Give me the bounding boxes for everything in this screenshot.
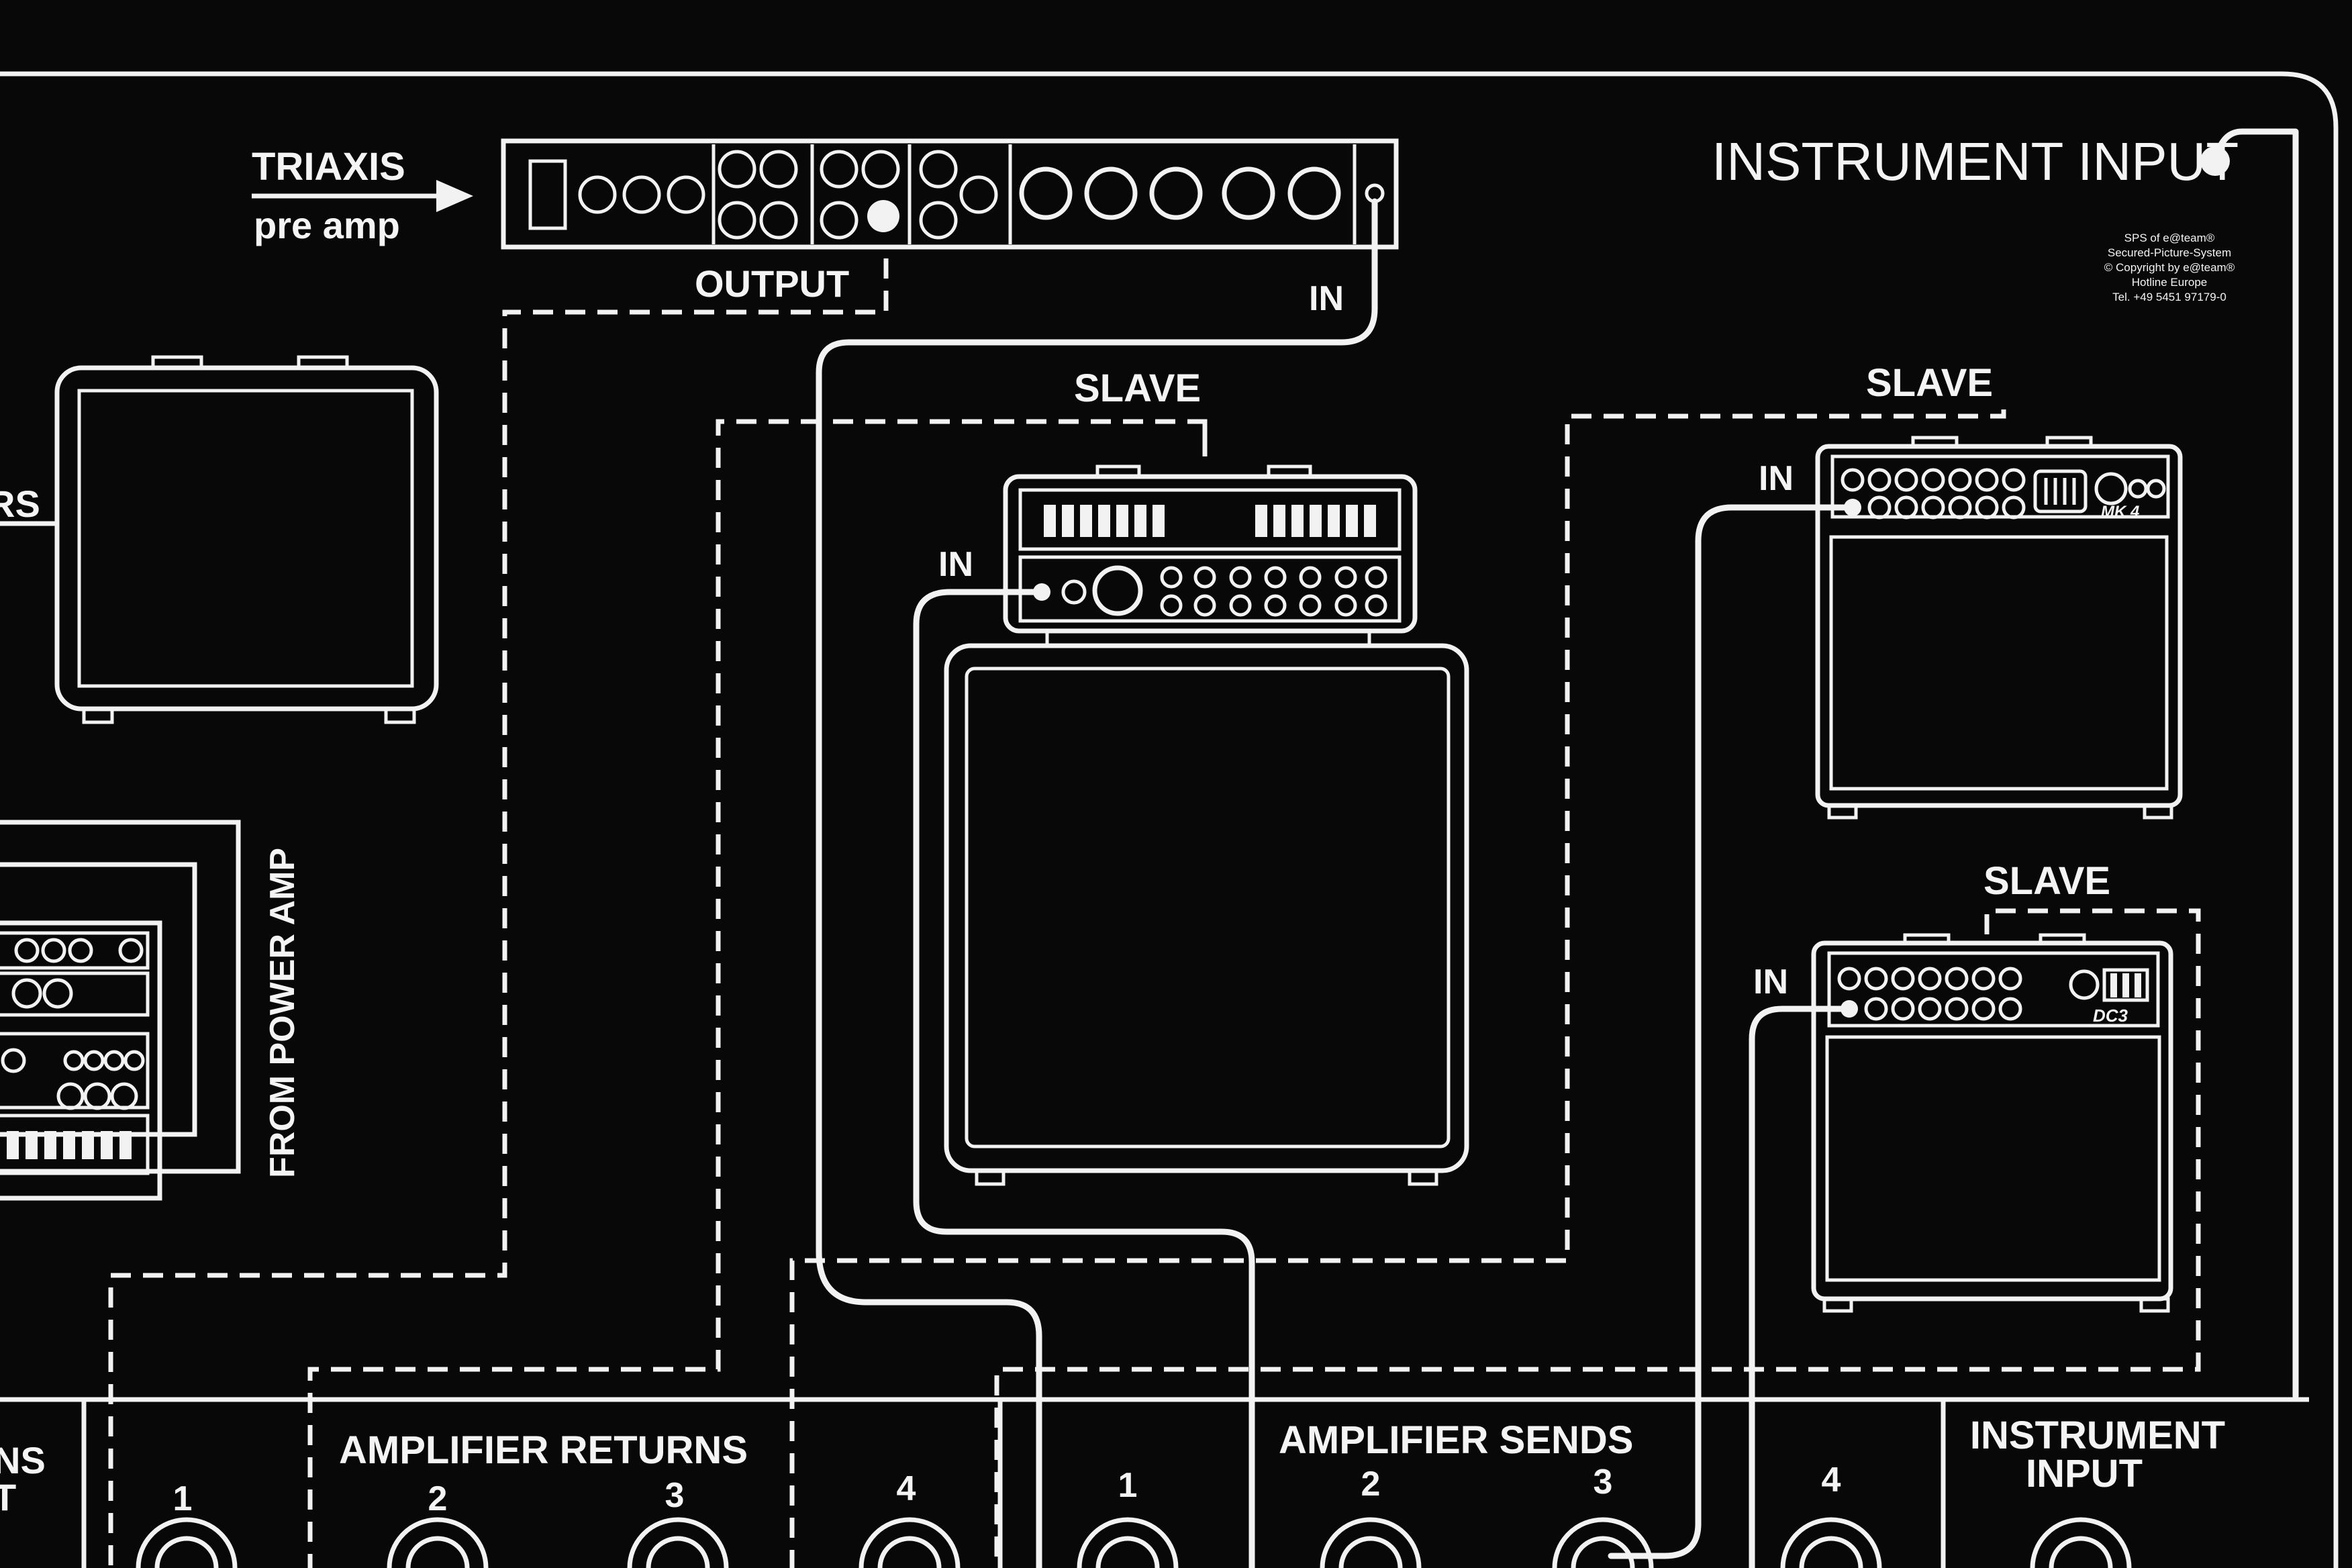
bottom-jack-panel: NS T AMPLIFIER RETURNS 1 2 3 4 AMPLIFIER…: [0, 1397, 2309, 1568]
copyright-line: SPS of e@team®: [2124, 232, 2215, 244]
dashed-route: [994, 908, 2201, 1568]
cable: [816, 198, 1378, 1568]
send-jack: [1780, 1517, 1882, 1568]
cable: [1608, 504, 1856, 1559]
return-jack: [627, 1517, 729, 1568]
instrument-input-bottom-line1: INSTRUMENT: [1970, 1414, 2225, 1457]
center-slave-label: SLAVE: [1074, 366, 1201, 410]
bottom-left-fragment: NS: [0, 1439, 46, 1481]
dashed-route: [108, 258, 889, 1568]
dashed-route: [307, 419, 1208, 1568]
send-jack: [1077, 1517, 1179, 1568]
triaxis-preamp: TRIAXIS pre amp OUTPUT IN: [252, 138, 1399, 318]
right-bottom-slave-label: SLAVE: [1983, 859, 2110, 903]
left-amp-label-fragment: RS: [0, 483, 40, 525]
left-cabinet: RS: [0, 355, 439, 724]
center-amp: [944, 464, 1469, 1186]
right-top-amp: MK 4: [1815, 436, 2183, 820]
right-bottom-in-label: IN: [1753, 963, 1788, 1001]
preamp-chassis: [501, 138, 1399, 250]
cable: [913, 589, 1255, 1568]
instrument-input-label: INSTRUMENT INPUT: [1712, 132, 2239, 191]
left-rack: [0, 820, 241, 1201]
copyright-line: Tel. +49 5451 97179-0: [2112, 291, 2226, 303]
right-top-slave-label: SLAVE: [1866, 361, 1993, 405]
return-jack-number: 4: [897, 1469, 916, 1508]
cable: [1749, 1006, 1853, 1568]
send-jack-number: 1: [1118, 1466, 1138, 1505]
right-bottom-amp: DC3: [1811, 933, 2173, 1313]
return-jack: [136, 1517, 238, 1568]
bottom-left-fragment: T: [0, 1476, 16, 1518]
preamp-type: pre amp: [254, 204, 400, 246]
right-top-amp-model: MK 4: [2101, 503, 2139, 521]
right-top-in-label: IN: [1759, 459, 1794, 498]
send-jack-number: 2: [1361, 1465, 1381, 1504]
copyright-line: Secured-Picture-System: [2108, 246, 2231, 259]
preamp-name: TRIAXIS: [252, 145, 405, 189]
copyright-line: Hotline Europe: [2132, 276, 2207, 289]
return-jack: [859, 1517, 961, 1568]
copyright-notice: SPS of e@team® Secured-Picture-System © …: [2104, 232, 2235, 303]
power-amp-label: FROM POWER AMP: [263, 848, 302, 1178]
send-jack: [1552, 1517, 1654, 1568]
return-jack-number: 1: [173, 1479, 193, 1518]
return-jack-number: 2: [428, 1479, 448, 1518]
amplifier-sends-label: AMPLIFIER SENDS: [1279, 1418, 1634, 1462]
center-in-label: IN: [938, 545, 973, 584]
panel-border: [0, 71, 2339, 1568]
send-jack: [1320, 1517, 1422, 1568]
preamp-output-label: OUTPUT: [695, 262, 849, 305]
preamp-in-label: IN: [1309, 279, 1344, 318]
amplifier-returns-label: AMPLIFIER RETURNS: [339, 1428, 748, 1472]
instrument-input-bottom-jack: [2030, 1517, 2132, 1568]
send-jack-number: 3: [1594, 1463, 1613, 1502]
return-jack-number: 3: [665, 1476, 685, 1515]
send-jack-number: 4: [1822, 1461, 1841, 1500]
right-bottom-amp-model: DC3: [2093, 1006, 2128, 1026]
copyright-line: © Copyright by e@team®: [2104, 261, 2235, 274]
return-jack: [387, 1517, 489, 1568]
instrument-input-bottom-line2: INPUT: [2026, 1452, 2143, 1496]
dashed-route: [789, 409, 2006, 1568]
